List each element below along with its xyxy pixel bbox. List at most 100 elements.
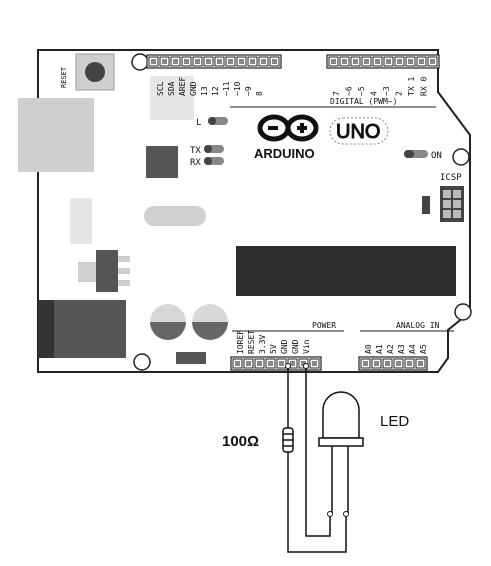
top-pin-label-10: 7 [332,91,341,96]
digital-header-left-pin-hole [217,59,222,64]
wire-5v-to-resistor [287,366,347,553]
led-on [404,150,428,158]
analog-header-label: ANALOG IN [396,321,440,330]
led-l [208,117,228,125]
icsp-pins [443,190,461,218]
mounting-hole-bottom-right [454,303,472,321]
top-pin-label-7: ~10 [233,81,242,96]
led [318,391,364,517]
analog-pin-label-2: A2 [386,344,395,354]
power-header-pin-hole [312,361,317,366]
voltage-regulator-pin-3 [118,280,130,286]
analog-pin-label-5: A5 [419,344,428,354]
voltage-regulator-tab [78,262,98,282]
resistor [282,427,294,453]
resistor-label: 100Ω [222,433,259,450]
analog-pin-label-4: A4 [408,344,417,354]
power-header-pin-hole [257,361,262,366]
top-pin-label-16: TX 1 [407,77,416,96]
wire-node-5v [285,363,291,369]
digital-header-left-pin-hole [272,59,277,64]
digital-header-left-pin-hole [151,59,156,64]
power-header-pin-hole [246,361,251,366]
digital-header-right-pin-hole [430,59,435,64]
led-label: LED [380,413,409,430]
top-pin-label-4: 13 [200,86,209,96]
on-label: ON [431,151,442,161]
wire-node-gnd [303,363,309,369]
analog-pin-label-0: A0 [364,344,373,354]
mounting-hole-top-left [131,53,149,71]
digital-header-right-pin-hole [353,59,358,64]
power-pin-label-6: Vin [302,339,311,354]
model-label: UNO [336,121,380,143]
top-pin-label-2: AREF [178,77,187,96]
power-pin-label-4: GND [280,339,289,354]
led-rx-label: RX [190,158,201,168]
top-pin-label-9: 8 [255,91,264,96]
digital-header-left-pin-hole [184,59,189,64]
power-pin-label-5: GND [291,339,300,354]
top-pin-label-0: SCL [156,81,165,96]
top-pin-label-14: ~3 [382,86,391,96]
power-header-pin-hole [268,361,273,366]
digital-header-left-pin-hole [250,59,255,64]
digital-header-right-pin-hole [331,59,336,64]
top-pin-label-17: RX 0 [420,77,429,96]
mounting-hole-bottom-left [133,353,151,371]
top-pin-label-15: 2 [395,91,404,96]
power-header-pin-hole [290,361,295,366]
icsp-small-part [422,196,430,214]
power-header-pin-hole [279,361,284,366]
uno-badge [329,117,389,145]
digital-header-left-pin-hole [206,59,211,64]
icsp-label: ICSP [440,173,462,183]
power-jack-body [40,300,126,358]
analog-pin-label-3: A3 [397,344,406,354]
power-header [230,356,322,371]
digital-header-left-pin-hole [228,59,233,64]
digital-header-right-pin-hole [342,59,347,64]
capacitor-1 [150,304,186,340]
power-header-label: POWER [312,321,336,330]
digital-header-right-pin-hole [375,59,380,64]
digital-header-left-pin-hole [162,59,167,64]
mounting-hole-right [452,148,470,166]
reset-label: RESET [60,66,68,88]
analog-pin-label-1: A1 [375,344,384,354]
analog-header [358,356,428,371]
digital-header-right [326,54,440,69]
power-pin-label-0: IOREF [236,330,245,354]
power-pin-label-3: 5V [269,344,278,354]
top-pin-label-11: ~6 [345,86,354,96]
top-pin-label-3: GND [189,81,198,96]
power-pin-label-1: RESET [247,330,256,354]
top-pin-label-6: ~11 [222,81,231,96]
top-pin-label-12: ~5 [357,86,366,96]
diode [70,198,92,244]
digital-header-left [146,54,282,69]
digital-header-left-pin-hole [261,59,266,64]
analog-header-pin-hole [374,361,379,366]
analog-header-pin-hole [396,361,401,366]
analog-header-pin-hole [418,361,423,366]
capacitor-2 [192,304,228,340]
voltage-regulator-pin-2 [118,268,130,274]
digital-header-right-pin-hole [419,59,424,64]
atmega-microcontroller [236,246,456,296]
led-l-label: L [196,118,201,128]
digital-header-right-pin-hole [364,59,369,64]
power-header-pin-hole [235,361,240,366]
power-pin-label-2: 3.3V [258,335,267,354]
usb-interface-chip [146,146,178,178]
arduino-logo-icon [257,114,319,142]
digital-header-right-pin-hole [408,59,413,64]
top-pin-label-1: SDA [167,81,176,96]
fuse [176,352,206,364]
led-tx [204,145,224,153]
digital-header-left-pin-hole [239,59,244,64]
